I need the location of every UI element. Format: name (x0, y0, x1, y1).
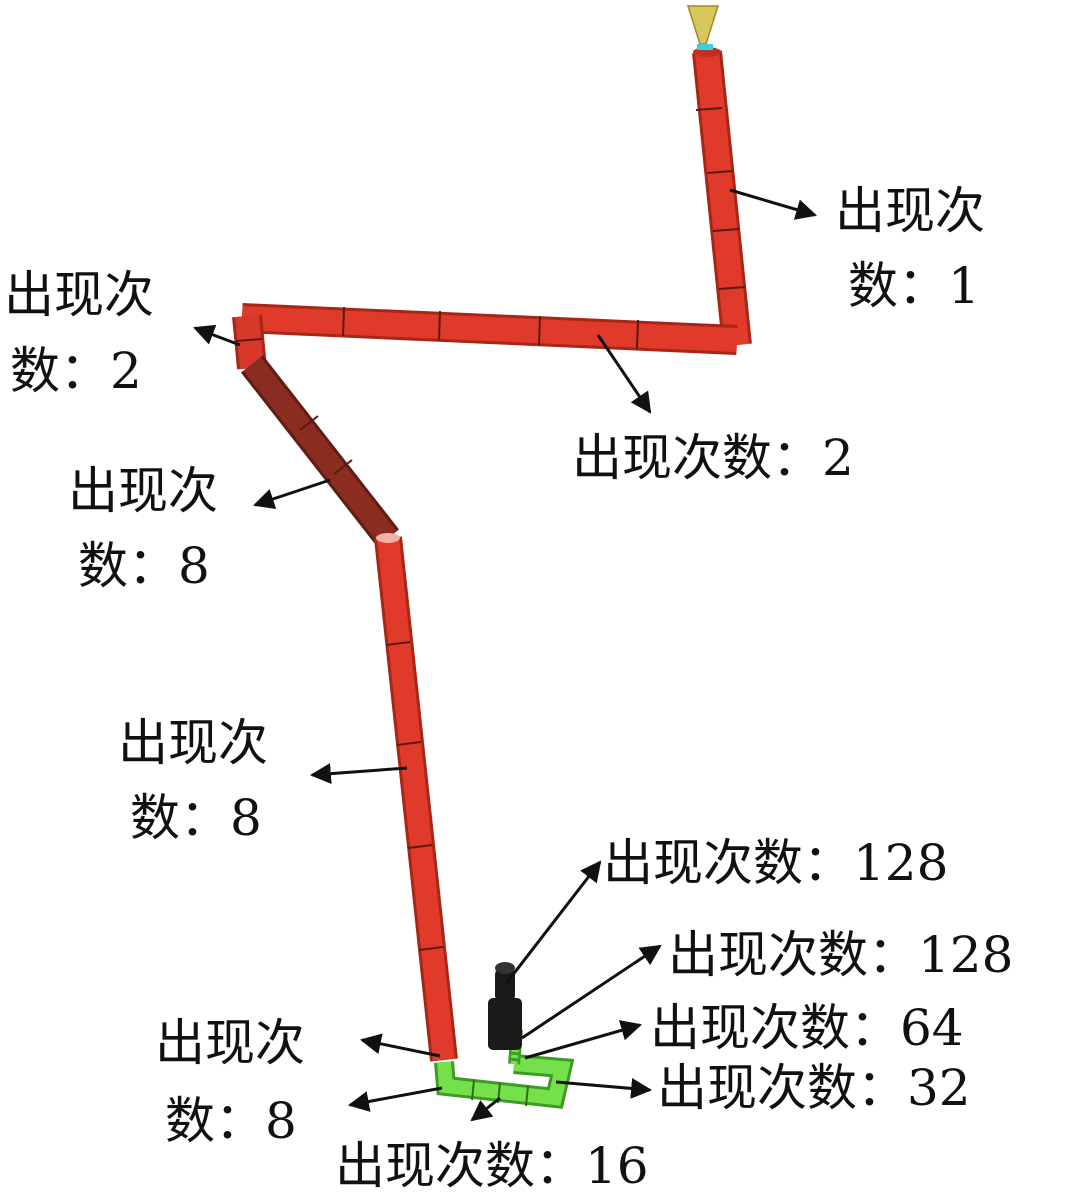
pipe-segment-top-vertical (692, 47, 752, 347)
arrow-8 (524, 1020, 643, 1060)
arrow-2 (193, 324, 241, 347)
label-9: 出现次数：32 (657, 1059, 971, 1117)
nozzle-icon (686, 5, 720, 50)
arrow-10a (359, 1033, 441, 1058)
label-6: 出现次数：128 (603, 834, 948, 892)
arrow-11 (470, 1096, 501, 1122)
arrow-1 (729, 188, 818, 220)
label-4-line2: 数：8 (78, 537, 210, 595)
arrow-9 (555, 1077, 653, 1099)
label-5-line2: 数：8 (130, 789, 262, 847)
arrow-5 (309, 763, 408, 785)
label-7: 出现次数：128 (668, 926, 1013, 984)
pipe-segment-left-elbow (232, 314, 267, 370)
annotation-labels: 出现次 数：1 出现次 数：2 出现次数：2 出现次 数：8 出现次 数：8 出… (4, 182, 1013, 1193)
label-2-line1: 出现次 (4, 266, 154, 324)
label-8: 出现次数：64 (650, 999, 964, 1057)
red-pipe-system (232, 47, 752, 1062)
arrow-6 (503, 860, 602, 986)
label-11: 出现次数：16 (335, 1137, 649, 1193)
label-3: 出现次数：2 (572, 429, 854, 487)
label-2-line2: 数：2 (10, 342, 142, 400)
pipe-segment-diagonal (240, 355, 400, 547)
label-10-line1: 出现次 (155, 1014, 305, 1072)
label-1-line2: 数：1 (848, 257, 980, 315)
label-5-line1: 出现次 (118, 714, 268, 772)
valve-icon (488, 962, 522, 1050)
pipe-segment-long-vertical (374, 533, 458, 1062)
pipe-segment-horizontal (241, 303, 738, 355)
label-4-line1: 出现次 (68, 462, 218, 520)
label-1-line1: 出现次 (835, 182, 985, 240)
arrow-10b (347, 1086, 443, 1112)
arrow-3 (596, 334, 652, 414)
label-10-line2: 数：8 (165, 1092, 297, 1150)
leader-arrows (193, 188, 818, 1122)
arrow-7 (521, 944, 662, 1040)
arrow-4 (253, 478, 331, 509)
pipe-joint-rings (235, 107, 746, 951)
